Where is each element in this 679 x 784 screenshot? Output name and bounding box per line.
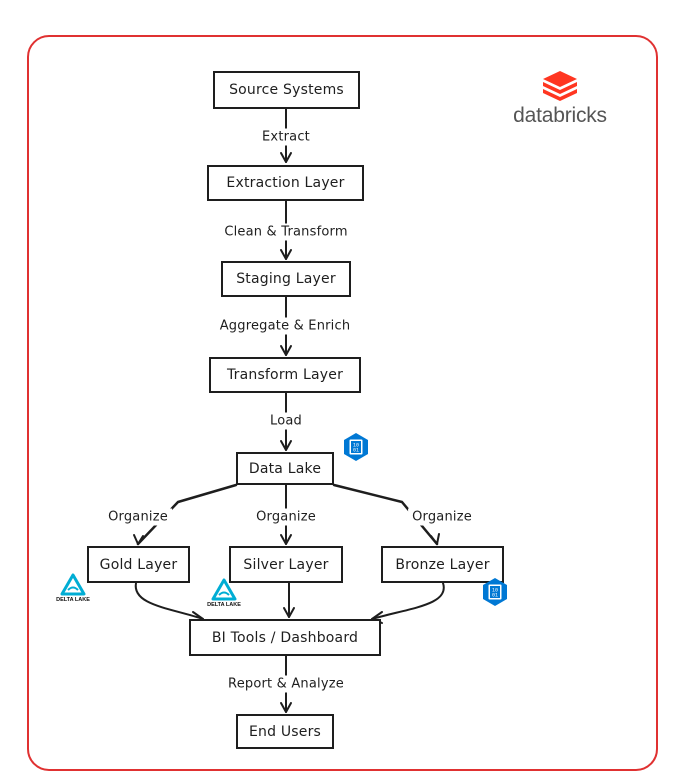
node-data-lake: Data Lake — [236, 452, 334, 485]
delta-lake-wordmark: DELTA LAKE — [56, 597, 90, 603]
edge-label-load: Load — [266, 412, 306, 430]
delta-lake-icon — [60, 573, 86, 596]
node-bronze-layer: Bronze Layer — [381, 546, 504, 583]
edge-bronze-bi — [371, 582, 445, 620]
arrowhead-gold — [133, 534, 144, 545]
svg-text:10: 10 — [353, 443, 359, 449]
databricks-logo: databricks — [500, 70, 620, 130]
arrowhead-extraction — [280, 152, 292, 163]
arrowhead-datalake — [280, 440, 292, 451]
delta-lake-logo: DELTA LAKE — [202, 578, 246, 610]
svg-text:01: 01 — [492, 593, 498, 599]
arrowhead-transform — [280, 345, 292, 356]
node-gold-layer: Gold Layer — [87, 546, 190, 583]
node-silver-layer: Silver Layer — [229, 546, 343, 583]
edge-label-organize-bronze: Organize — [408, 508, 476, 526]
edge-label-aggregate-enrich: Aggregate & Enrich — [215, 317, 355, 335]
edge-label-organize-gold: Organize — [104, 508, 172, 526]
edge-label-organize-silver: Organize — [252, 508, 320, 526]
azure-storage-icon: 10 01 — [344, 433, 368, 461]
diagram-frame — [27, 35, 658, 771]
svg-text:01: 01 — [353, 448, 359, 454]
node-transform-layer: Transform Layer — [209, 357, 361, 393]
edge-label-report-analyze: Report & Analyze — [224, 675, 348, 693]
edge-datalake-gold — [136, 483, 238, 546]
node-source-systems: Source Systems — [213, 71, 360, 109]
databricks-wordmark: databricks — [513, 104, 607, 127]
arrowhead-staging — [280, 249, 292, 260]
node-extraction-layer: Extraction Layer — [207, 165, 364, 201]
edge-gold-bi — [134, 582, 204, 620]
arrowhead-endusers — [280, 702, 292, 713]
databricks-logo-icon — [543, 71, 577, 101]
edge-label-extract: Extract — [258, 128, 314, 146]
node-end-users: End Users — [236, 714, 334, 749]
edge-datalake-bronze — [332, 483, 439, 546]
arrowhead-bi-center — [283, 607, 295, 618]
edge-label-clean-transform: Clean & Transform — [220, 223, 352, 241]
delta-lake-logo: DELTA LAKE — [51, 573, 95, 605]
delta-lake-wordmark: DELTA LAKE — [207, 602, 241, 608]
azure-storage-icon: 10 01 — [483, 578, 507, 606]
arrowhead-silver — [280, 534, 292, 545]
arrowhead-bronze — [430, 533, 440, 545]
delta-lake-icon — [211, 578, 237, 601]
node-bi-tools: BI Tools / Dashboard — [189, 619, 381, 656]
node-staging-layer: Staging Layer — [221, 261, 351, 297]
svg-text:10: 10 — [492, 588, 498, 594]
